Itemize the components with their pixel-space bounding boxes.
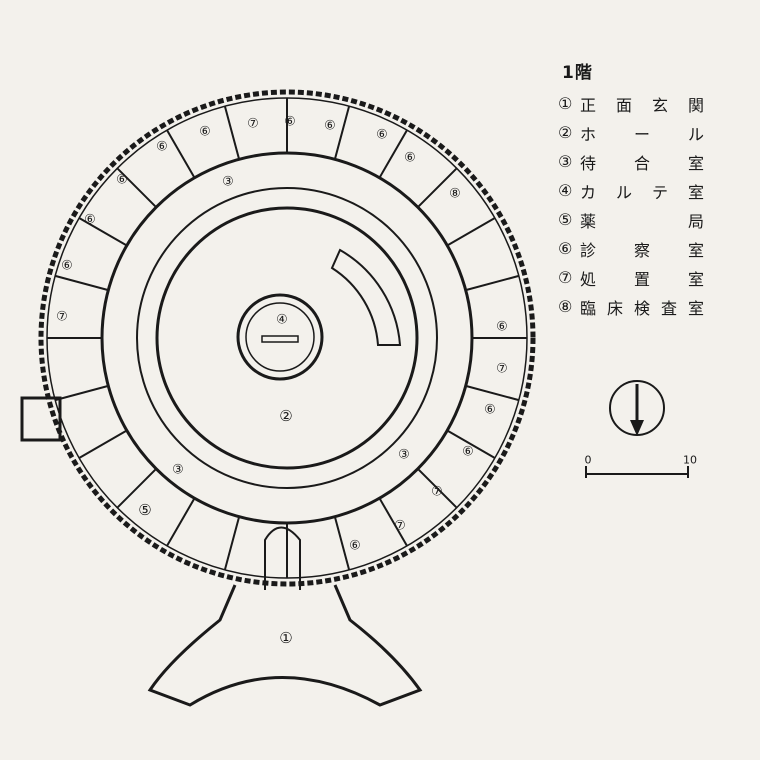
legend-item: ① 正面玄関 [558, 89, 758, 118]
partition-wall [465, 384, 520, 402]
legend-item-number: ② [558, 123, 573, 142]
room-label: ① [279, 629, 292, 647]
partition-wall [166, 129, 196, 179]
outer-wall [38, 89, 536, 587]
room-label: ⑥ [324, 119, 336, 134]
legend-item-name: 臨床検査室 [580, 298, 704, 318]
partition-wall [446, 217, 496, 247]
records-counter [261, 335, 299, 343]
partition-wall [223, 105, 241, 160]
legend-title: 1階 [562, 63, 593, 83]
legend-item: ⑤ 薬局 [558, 205, 758, 234]
legend-item: ⑧ 臨床検査室 [558, 292, 758, 321]
room-label: ⑤ [138, 501, 151, 519]
room-label: ⑥ [84, 213, 96, 228]
records-room-outer [236, 293, 324, 381]
legend: 1階 ① 正面玄関 ② ホール ③ 待合室 ④ カルテ室 ⑤ 薬局 ⑥ 診察室 ⑦ 処置室 ⑧ 臨床検査室 [558, 58, 758, 321]
room-label: ⑥ [404, 151, 416, 166]
legend-item-number: ⑧ [558, 297, 573, 316]
records-room-inner [245, 302, 315, 372]
room-label: ② [279, 407, 292, 425]
partition-wall [417, 167, 458, 208]
partition-wall [446, 429, 496, 459]
legend-item-number: ① [558, 94, 573, 113]
partition-wall [116, 167, 157, 208]
room-label: ⑦ [56, 310, 68, 325]
legend-item-name: ホール [580, 124, 704, 144]
corridor-ring [136, 187, 438, 489]
partition-wall [333, 516, 351, 571]
room-label: ⑥ [116, 173, 128, 188]
entrance-canopy [147, 584, 423, 707]
north-arrow-icon [609, 380, 665, 436]
partition-wall [333, 105, 351, 160]
room-label: ⑥ [496, 320, 508, 335]
scale-start-label: 0 [585, 454, 592, 467]
legend-item-name: 診察室 [580, 240, 704, 260]
legend-item-name: 処置室 [580, 269, 704, 289]
legend-item: ② ホール [558, 118, 758, 147]
room-label: ③ [398, 448, 410, 463]
room-label: ⑥ [376, 128, 388, 143]
room-label: ⑥ [156, 140, 168, 155]
partition-wall [417, 468, 458, 509]
room-label: ⑧ [449, 187, 461, 202]
partition-wall [166, 497, 196, 547]
legend-list: ① 正面玄関 ② ホール ③ 待合室 ④ カルテ室 ⑤ 薬局 ⑥ 診察室 ⑦ 処置室 ⑧ 臨床検査室 [558, 89, 758, 321]
room-label: ⑦ [394, 519, 406, 534]
legend-item-number: ⑤ [558, 210, 573, 229]
room-partitions [47, 98, 527, 578]
partition-wall [78, 217, 128, 247]
legend-item-name: カルテ室 [580, 182, 704, 202]
legend-item: ③ 待合室 [558, 147, 758, 176]
entrance-canopy-edge [189, 676, 381, 706]
entrance-vestibule [264, 526, 301, 590]
curved-stair [330, 248, 402, 346]
partition-wall [78, 429, 128, 459]
scale-end-label: 10 [683, 454, 697, 467]
partition-wall [54, 384, 109, 402]
room-label: ⑦ [496, 362, 508, 377]
legend-item: ④ カルテ室 [558, 176, 758, 205]
partition-wall [378, 129, 408, 179]
room-label: ⑦ [431, 485, 443, 500]
room-label: ③ [172, 463, 184, 478]
hall-wall [155, 206, 419, 470]
partition-wall [54, 274, 109, 292]
room-label: ⑥ [284, 115, 296, 130]
room-label: ⑦ [247, 117, 259, 132]
legend-item-number: ⑦ [558, 268, 573, 287]
room-label: ⑥ [462, 445, 474, 460]
legend-item-name: 正面玄関 [580, 95, 704, 115]
west-annex [20, 396, 62, 442]
room-label: ⑥ [349, 539, 361, 554]
legend-item-number: ③ [558, 152, 573, 171]
scale-bar: 0 10 [585, 454, 697, 478]
legend-item: ⑥ 診察室 [558, 234, 758, 263]
partition-wall [465, 274, 520, 292]
room-label: ⑥ [484, 403, 496, 418]
room-label: ③ [222, 175, 234, 190]
legend-item: ⑦ 処置室 [558, 263, 758, 292]
room-label: ⑥ [61, 259, 73, 274]
partition-wall [223, 516, 241, 571]
room-label: ④ [276, 313, 288, 328]
room-labels: ⑥ ⑦ ⑥ ⑥ ⑥ ⑥ ⑥ ⑥ ⑥ ⑥ ⑦ ⑧ ⑥ ⑦ ⑥ ⑥ ⑦ ⑦ ⑥ ⑤ … [56, 115, 508, 648]
legend-item-name: 薬局 [580, 211, 704, 231]
legend-item-number: ④ [558, 181, 573, 200]
legend-item-number: ⑥ [558, 239, 573, 258]
legend-item-name: 待合室 [580, 153, 704, 173]
partition-wall [116, 468, 157, 509]
partition-wall [378, 497, 408, 547]
room-label: ⑥ [199, 125, 211, 140]
